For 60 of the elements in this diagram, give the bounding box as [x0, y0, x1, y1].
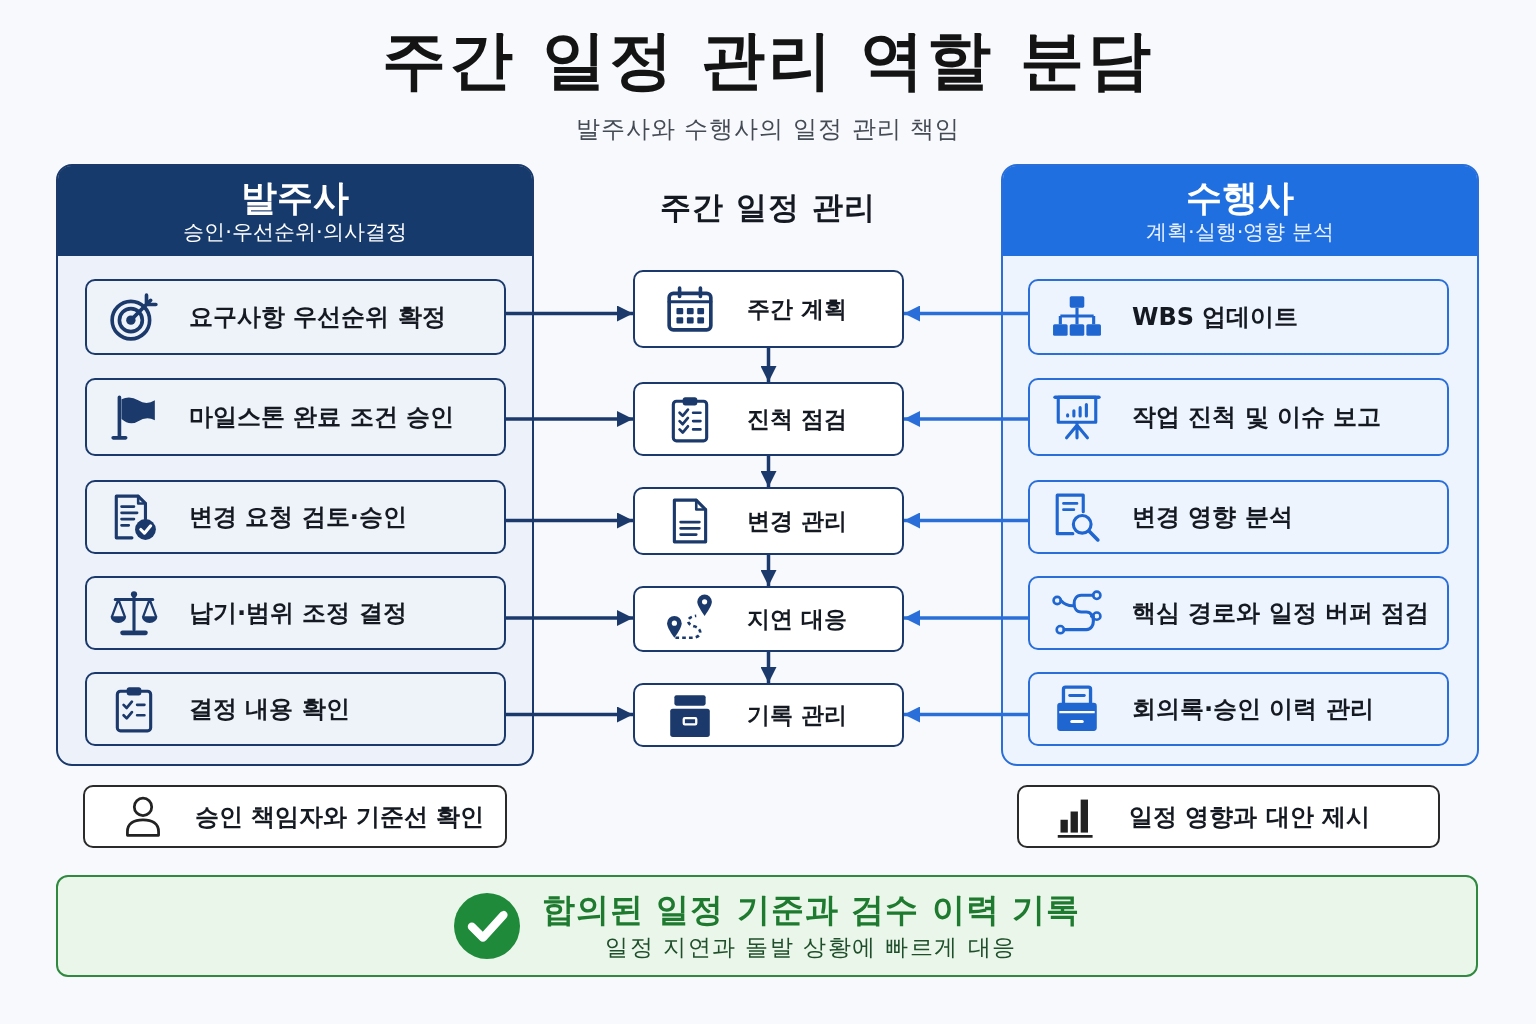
task-card [1028, 672, 1449, 746]
step-label: 변경 관리 [747, 507, 847, 534]
note-box [1017, 785, 1440, 848]
step-label: 진척 점검 [747, 405, 847, 432]
task-label: WBS 업데이트 [1132, 303, 1299, 331]
arrow [904, 411, 1028, 427]
role-panel [56, 164, 534, 766]
task-card [1028, 378, 1449, 456]
note-box [83, 785, 507, 848]
task-label: 변경 영향 분석 [1132, 503, 1293, 531]
process-box [633, 270, 904, 348]
page-subtitle: 발주사와 수행사의 일정 관리 책임 [575, 114, 961, 144]
arrow [760, 456, 777, 487]
task-label: 납기·범위 조정 결정 [189, 599, 407, 627]
step-label: 기록 관리 [747, 701, 847, 728]
page-title: 주간 일정 관리 역할 분담 [382, 22, 1154, 99]
arrow [904, 512, 1028, 529]
task-label: 결정 내용 확인 [189, 695, 350, 723]
arrow [506, 305, 633, 322]
arrow [760, 652, 777, 683]
arrow [506, 610, 633, 626]
step-label: 지연 대응 [747, 605, 847, 632]
column-heading: 주간 일정 관리 [660, 188, 876, 227]
process-box [633, 586, 904, 652]
task-card [85, 576, 506, 650]
task-card [85, 672, 506, 746]
task-label: 핵심 경로와 일정 버퍼 점검 [1132, 599, 1430, 627]
panel-subtitle: 계획·실행·영향 분석 [1146, 220, 1334, 246]
arrow [760, 555, 777, 586]
process-box [633, 683, 904, 747]
note-label: 일정 영향과 대안 제시 [1129, 802, 1371, 831]
process-box [633, 487, 904, 555]
task-card [1028, 480, 1449, 554]
task-label: 변경 요청 검토·승인 [189, 503, 407, 531]
note-label: 승인 책임자와 기준선 확인 [195, 802, 485, 831]
arrow [904, 706, 1028, 723]
task-card [85, 279, 506, 355]
task-label: 마일스톤 완료 조건 승인 [189, 403, 455, 431]
task-label: 작업 진척 및 이슈 보고 [1132, 403, 1382, 431]
task-label: 회의록·승인 이력 관리 [1132, 695, 1374, 723]
role-panel [1001, 164, 1479, 766]
task-card [1028, 576, 1449, 650]
arrow [904, 305, 1028, 322]
task-card [85, 378, 506, 456]
process-box [633, 382, 904, 456]
step-label: 주간 계획 [747, 295, 847, 322]
panel-subtitle: 승인·우선순위·의사결정 [183, 220, 407, 246]
task-card [1028, 279, 1449, 355]
arrow [506, 512, 633, 529]
summary-banner [56, 875, 1478, 977]
arrow [506, 411, 633, 427]
arrow [904, 610, 1028, 626]
panel-title: 수행사 [1186, 176, 1294, 219]
task-label: 요구사항 우선순위 확정 [189, 303, 446, 331]
arrow [506, 706, 633, 723]
arrow [760, 348, 777, 382]
task-card [85, 480, 506, 554]
banner-text: 일정 지연과 돌발 상황에 빠르게 대응 [605, 934, 1017, 962]
panel-title: 발주사 [241, 176, 349, 219]
banner-title: 합의된 일정 기준과 검수 이력 기록 [541, 890, 1081, 930]
